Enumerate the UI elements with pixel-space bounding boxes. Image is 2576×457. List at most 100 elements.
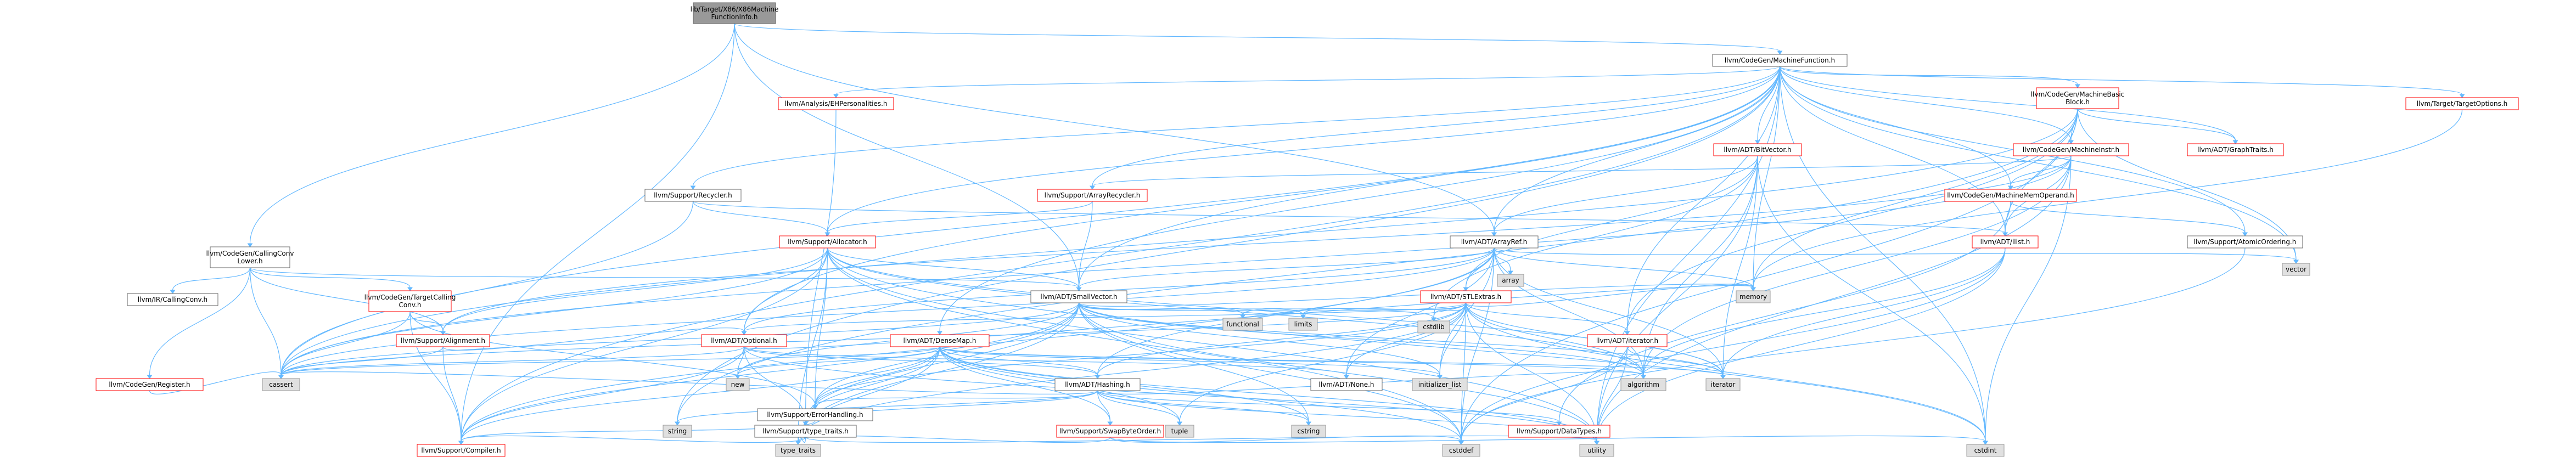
node-alignment[interactable]: llvm/Support/Alignment.h [396, 334, 490, 347]
edge-hashing-to-cassert [280, 371, 1098, 394]
node-mmo[interactable]: llvm/CodeGen/MachineMemOperand.h [1944, 189, 2077, 202]
node-compiler[interactable]: llvm/Support/Compiler.h [417, 444, 506, 457]
node-label-register-0: llvm/CodeGen/Register.h [109, 381, 190, 388]
edge-arrowhead-swapbyteorder-to-cstddef [1458, 441, 1464, 445]
node-stlextras[interactable]: llvm/ADT/STLExtras.h [1420, 290, 1512, 303]
node-cassert: cassert [262, 378, 300, 391]
edge-hashing-to-tuple [1097, 390, 1180, 422]
edge-arrowhead-root-to-ccl [247, 243, 253, 247]
edge-swapbyteorder-to-cstdint [1109, 435, 1986, 443]
edge-arrowhead-typetraits-to-utility [1594, 441, 1600, 445]
edge-mbb-to-vector [2077, 108, 2297, 261]
node-box-densemap [890, 334, 990, 347]
node-box-ilist [1972, 235, 2039, 249]
edge-ccl-to-ttcc [249, 267, 411, 288]
node-graphtraits[interactable]: llvm/ADT/GraphTraits.h [2187, 143, 2284, 156]
edge-mf-to-recycler [692, 66, 1781, 187]
node-label-initlist-0: initializer_list [1418, 381, 1462, 388]
node-cstdint: cstdint [1966, 444, 2005, 457]
edge-arrowhead-hashing-to-cassert [278, 375, 284, 379]
edge-arrowhead-hashing-to-string [675, 421, 680, 426]
node-label-smallvector-0: llvm/ADT/SmallVector.h [1040, 293, 1117, 301]
node-smallvector[interactable]: llvm/ADT/SmallVector.h [1030, 290, 1127, 303]
node-label-mmo-0: llvm/CodeGen/MachineMemOperand.h [1947, 191, 2074, 199]
edge-allocator-to-compiler [461, 247, 828, 442]
edge-allocator-to-typetraitsstd [798, 247, 828, 442]
edge-iterator-to-iteratorstd [1626, 346, 1724, 376]
edge-mf-to-ilist [1779, 66, 2006, 233]
edge-arrowhead-swapbyteorder-to-cstdint [1983, 441, 1988, 445]
node-box-arrayref [1450, 235, 1539, 249]
edge-typetraits-to-utility [805, 435, 1597, 443]
node-arrayrecycler[interactable]: llvm/Support/ArrayRecycler.h [1037, 189, 1148, 202]
node-tuple: tuple [1165, 425, 1194, 438]
edge-ccl-to-smallvector [249, 267, 1080, 288]
edge-smallvector-to-cassert [280, 302, 1080, 376]
edge-hashing-to-datatypes [1097, 390, 1560, 422]
node-box-swapbyteorder [1056, 425, 1164, 438]
edge-ccl-to-alignment [249, 267, 444, 332]
node-eh[interactable]: llvm/Analysis/EHPersonalities.h [778, 97, 894, 110]
node-label-mf-0: llvm/CodeGen/MachineFunction.h [1725, 57, 1835, 64]
edge-ilist-to-iteratorstd [1722, 247, 2006, 376]
node-box-mf [1712, 54, 1848, 67]
edge-hashing-to-swapbyteorder [1097, 390, 1111, 422]
edge-optional-to-hashing [743, 346, 1098, 376]
node-box-graphtraits [2187, 143, 2284, 156]
edge-ttcc-to-errorhandling [409, 311, 816, 406]
edge-allocator-to-cassert [280, 247, 828, 376]
edge-ttcc-to-compiler [409, 311, 462, 442]
node-arrayref[interactable]: llvm/ADT/ArrayRef.h [1450, 235, 1539, 249]
node-label-tuple-0: tuple [1171, 427, 1188, 435]
node-label-tto-0: llvm/Target/TargetOptions.h [2417, 100, 2508, 108]
edge-mbb-to-cassert [280, 108, 2078, 376]
node-atomicordering[interactable]: llvm/Support/AtomicOrdering.h [2187, 235, 2303, 249]
node-box-cstdlib [1417, 320, 1450, 334]
edge-smallvector-to-typetraits [805, 302, 1080, 422]
node-iterator[interactable]: llvm/ADT/iterator.h [1587, 334, 1668, 347]
edge-ccl-to-register [149, 267, 251, 376]
node-optional[interactable]: llvm/ADT/Optional.h [701, 334, 787, 347]
node-box-new [726, 378, 750, 391]
node-box-bitvector [1713, 143, 1802, 156]
node-errorhandling[interactable]: llvm/Support/ErrorHandling.h [757, 408, 873, 421]
edge-arrayref-to-none [1346, 247, 1495, 376]
node-none[interactable]: llvm/ADT/None.h [1310, 378, 1383, 391]
node-swapbyteorder[interactable]: llvm/Support/SwapByteOrder.h [1056, 425, 1164, 438]
edge-arrowhead-ccl-to-register [147, 375, 153, 379]
edge-densemap-to-swapbyteorder [939, 346, 1111, 422]
edge-arrowhead-stlextras-to-cstdlib [1431, 317, 1436, 321]
node-ilist[interactable]: llvm/ADT/ilist.h [1972, 235, 2039, 249]
node-allocator[interactable]: llvm/Support/Allocator.h [779, 235, 876, 249]
node-tto[interactable]: llvm/Target/TargetOptions.h [2405, 97, 2519, 110]
node-bitvector[interactable]: llvm/ADT/BitVector.h [1713, 143, 1802, 156]
node-callingconv[interactable]: llvm/IR/CallingConv.h [127, 293, 218, 306]
edge-arrowhead-stlextras-to-iterator [1624, 331, 1630, 335]
node-typetraits[interactable]: llvm/Support/type_traits.h [754, 425, 857, 438]
node-minstr[interactable]: llvm/CodeGen/MachineInstr.h [2013, 143, 2129, 156]
node-label-recycler-0: llvm/Support/Recycler.h [654, 191, 732, 199]
node-box-typetraits [754, 425, 857, 438]
node-label-typetraits-0: llvm/Support/type_traits.h [762, 427, 849, 435]
node-hashing[interactable]: llvm/ADT/Hashing.h [1054, 378, 1141, 391]
edge-arrowhead-stlextras-to-limits [1300, 314, 1306, 319]
node-datatypes[interactable]: llvm/Support/DataTypes.h [1508, 425, 1610, 438]
node-label-typetraitsstd-0: type_traits [781, 447, 816, 454]
node-box-cassert [262, 378, 300, 391]
edge-swapbyteorder-to-cstddef [1109, 435, 1462, 443]
node-mf[interactable]: llvm/CodeGen/MachineFunction.h [1712, 54, 1848, 67]
node-densemap[interactable]: llvm/ADT/DenseMap.h [890, 334, 990, 347]
edge-mf-to-cassert [280, 66, 1781, 376]
node-box-minstr [2013, 143, 2129, 156]
edge-mf-to-minstr [1779, 66, 2072, 141]
edge-mf-to-mbb [1779, 66, 2078, 85]
node-algorithm: algorithm [1620, 378, 1666, 391]
node-recycler[interactable]: llvm/Support/Recycler.h [644, 189, 742, 202]
node-register[interactable]: llvm/CodeGen/Register.h [96, 378, 204, 391]
edge-arrowhead-root-to-mf [1777, 50, 1783, 55]
node-box-smallvector [1030, 290, 1127, 303]
